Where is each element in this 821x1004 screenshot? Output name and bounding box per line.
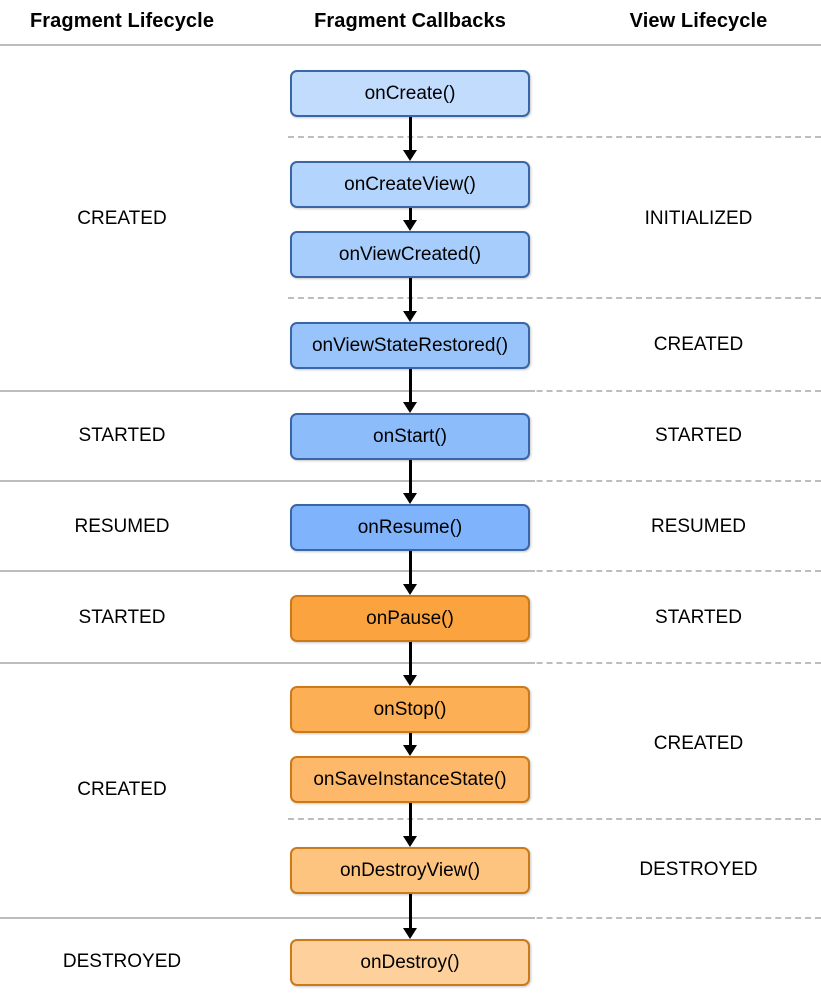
flow-arrow [403,369,417,413]
fragment-state-label: STARTED [78,425,166,446]
view-state-label: CREATED [653,733,744,754]
arrow-shaft [408,460,412,494]
arrow-shaft [408,551,412,585]
arrow-head-icon [403,493,417,504]
flow-arrow [403,551,417,595]
arrow-shaft [408,369,412,403]
arrow-shaft [408,642,412,676]
fragment-lifecycle-divider [0,390,535,392]
flow-arrow [403,642,417,686]
callback-box-on-save-instance-state[interactable]: onSaveInstanceState() [290,756,530,803]
column-header-fragment-callbacks: Fragment Callbacks [314,10,506,32]
callback-box-on-create[interactable]: onCreate() [290,70,530,117]
fragment-lifecycle-divider [0,570,535,572]
callback-box-on-start[interactable]: onStart() [290,413,530,460]
header-divider [0,44,821,46]
callback-box-on-destroy-view[interactable]: onDestroyView() [290,847,530,894]
fragment-state-label: CREATED [77,208,167,229]
arrow-shaft [408,803,412,837]
view-state-label: RESUMED [650,516,746,537]
view-state-label: DESTROYED [639,859,758,880]
view-lifecycle-divider [288,570,821,572]
arrow-head-icon [403,928,417,939]
arrow-head-icon [403,311,417,322]
view-state-label: STARTED [655,425,742,446]
callback-box-on-view-state-restored[interactable]: onViewStateRestored() [290,322,530,369]
arrow-head-icon [403,402,417,413]
flow-arrow [403,117,417,161]
view-lifecycle-divider [288,917,821,919]
arrow-head-icon [403,836,417,847]
view-state-label: CREATED [653,334,744,355]
view-lifecycle-divider [288,390,821,392]
arrow-shaft [408,278,412,312]
view-lifecycle-divider [288,480,821,482]
callback-box-on-destroy[interactable]: onDestroy() [290,939,530,986]
flow-arrow [403,733,417,756]
flow-arrow [403,278,417,322]
view-lifecycle-divider [288,662,821,664]
view-lifecycle-divider [288,818,821,820]
arrow-shaft [408,894,412,929]
flow-arrow [403,460,417,504]
fragment-lifecycle-divider [0,480,535,482]
fragment-state-label: RESUMED [74,516,170,537]
fragment-state-label: CREATED [77,779,167,800]
flow-arrow [403,803,417,847]
callback-box-on-create-view[interactable]: onCreateView() [290,161,530,208]
view-state-label: INITIALIZED [644,208,753,229]
flow-arrow [403,208,417,231]
column-header-fragment-lifecycle: Fragment Lifecycle [29,10,215,32]
view-lifecycle-divider [288,136,821,138]
arrow-head-icon [403,220,417,231]
arrow-shaft [408,117,412,151]
flow-arrow [403,894,417,939]
fragment-state-label: STARTED [78,607,166,628]
arrow-shaft [408,733,412,746]
arrow-shaft [408,208,412,221]
callback-box-on-view-created[interactable]: onViewCreated() [290,231,530,278]
arrow-head-icon [403,675,417,686]
fragment-lifecycle-divider [0,662,535,664]
view-state-label: STARTED [655,607,742,628]
arrow-head-icon [403,150,417,161]
arrow-head-icon [403,745,417,756]
view-lifecycle-divider [288,297,821,299]
callback-box-on-stop[interactable]: onStop() [290,686,530,733]
arrow-head-icon [403,584,417,595]
callback-box-on-resume[interactable]: onResume() [290,504,530,551]
fragment-lifecycle-divider [0,917,535,919]
fragment-state-label: DESTROYED [62,951,182,972]
column-header-view-lifecycle: View Lifecycle [629,10,768,32]
callback-box-on-pause[interactable]: onPause() [290,595,530,642]
